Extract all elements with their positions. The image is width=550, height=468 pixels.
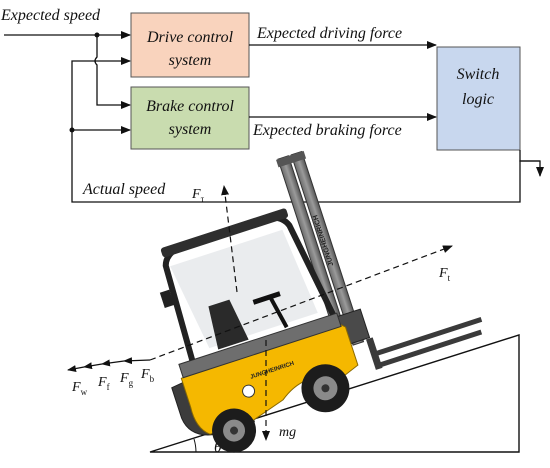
Fg-label: Fg — [119, 371, 134, 388]
braking-force-label: Expected braking force — [252, 122, 402, 139]
driving-force-label: Expected driving force — [256, 25, 402, 42]
theta-arc — [193, 438, 197, 453]
forklift: JUNGHEINRICH JUNGHEINRICH — [159, 150, 483, 453]
switch-output-line — [519, 150, 544, 177]
Fg-arrow — [101, 359, 125, 367]
fork-upper — [374, 316, 483, 357]
Fw-label: Fw — [71, 380, 88, 397]
Fw-arrow — [67, 365, 85, 372]
switch-logic-block — [436, 46, 521, 151]
Ft-label: Ft — [438, 266, 451, 283]
switch-block-label-1: Switch — [457, 66, 500, 83]
drive-control-block — [130, 12, 250, 78]
drive-block-label-1: Drive control — [146, 29, 234, 46]
switch-block-label-2: logic — [462, 91, 494, 108]
drive-block-label-2: system — [169, 52, 212, 69]
expected-speed-label: Expected speed — [0, 7, 101, 24]
Fb-arrow — [123, 357, 151, 365]
Ftau-label: Fτ — [191, 187, 205, 204]
actual-speed-label: Actual speed — [82, 181, 166, 198]
brake-block-label-1: Brake control — [146, 98, 234, 115]
Ftau-arrow — [221, 185, 238, 293]
brake-block-label-2: system — [169, 121, 212, 138]
theta-label: θ — [214, 439, 222, 456]
mg-label: mg — [279, 425, 296, 440]
Ff-arrow — [83, 362, 103, 370]
Ft-arrow — [149, 245, 453, 361]
expected-speed-to-brake — [94, 35, 131, 109]
fork-lower — [377, 329, 483, 368]
Ff-label: Ff — [97, 375, 110, 392]
brake-control-block — [130, 86, 250, 150]
Fb-label: Fb — [140, 367, 155, 384]
